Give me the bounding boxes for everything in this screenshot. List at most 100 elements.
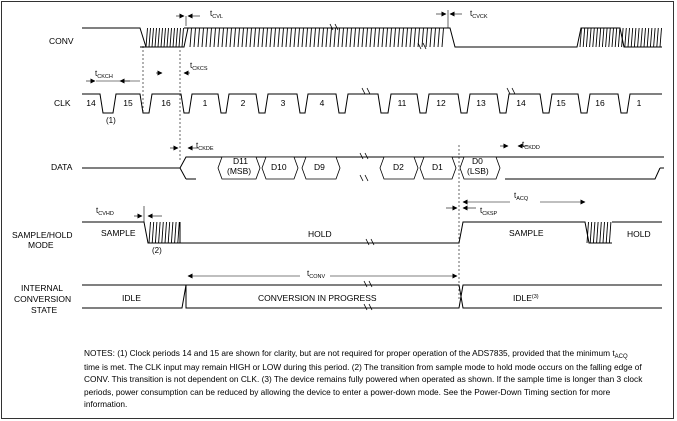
sample-hold-hatch-line xyxy=(174,221,177,244)
conv-hatch-line xyxy=(643,27,646,48)
conv-hatch-line xyxy=(608,27,611,48)
conv-hatch-line xyxy=(393,27,396,48)
sample-hold-hatch-line xyxy=(164,221,167,244)
conv-hatch-line xyxy=(245,27,248,48)
footnote-2-mark: (2) xyxy=(152,246,162,255)
idle-label-left: IDLE xyxy=(122,293,141,303)
conv-hatch-line xyxy=(293,27,296,48)
conv-signal-label: CONV xyxy=(49,36,74,46)
conv-break-marks xyxy=(329,23,427,50)
data-bit-box xyxy=(459,156,501,180)
conv-hatch-line xyxy=(209,27,212,48)
conv-hatch-line xyxy=(611,27,614,48)
conv-hatch-line xyxy=(193,27,196,48)
conversion-state-waveform xyxy=(82,284,662,309)
conv-hatch-line xyxy=(233,27,236,48)
clock-number-14: 1 xyxy=(637,98,642,108)
conv-hatch-line xyxy=(437,27,440,48)
sample-hold-hatch-line xyxy=(148,221,151,244)
conv-hatch-line xyxy=(401,27,404,48)
clk-signal-label: CLK xyxy=(54,98,71,108)
conv-hatch-line xyxy=(637,27,640,48)
sample-hold-waveform xyxy=(82,221,662,244)
conv-hatch-line xyxy=(389,27,392,48)
conv-hatch-line xyxy=(397,27,400,48)
conv-hatch-line xyxy=(329,27,332,48)
sample-hold-hatch-line xyxy=(170,221,174,244)
conv-hatch-line xyxy=(385,27,388,48)
notes-tacq-subscript: ACQ xyxy=(614,354,628,360)
conv-hatch-line xyxy=(592,27,595,48)
conv-hatch-line xyxy=(649,27,653,48)
sample-hold-hatch-line xyxy=(599,221,602,244)
sample-hold-hatch-line xyxy=(158,221,161,244)
conv-hatch-line xyxy=(646,27,650,48)
conv-hatch-line xyxy=(627,27,630,48)
conv-hatch-line xyxy=(341,27,344,48)
conv-hatch-line xyxy=(169,27,172,48)
conversion-in-progress-label: CONVERSION IN PROGRESS xyxy=(258,293,377,303)
clock-number-4: 1 xyxy=(203,98,208,108)
data-bit-box xyxy=(301,156,341,180)
conversion-state-break-marks xyxy=(363,280,373,311)
notes-part2: time is met. The CLK input may remain HI… xyxy=(84,362,643,409)
conv-hatch-line xyxy=(213,27,216,48)
tckdd-label: tCKDD xyxy=(522,140,540,151)
conv-hatch-line xyxy=(621,27,624,48)
data-bit-d10: D10 xyxy=(271,162,287,172)
tcvl-label: tCVL xyxy=(210,9,223,20)
sample-hold-hatch-regions xyxy=(148,221,612,244)
conv-hatch-line xyxy=(249,27,252,48)
clock-number-10: 13 xyxy=(476,98,486,108)
conv-hatch-line xyxy=(181,27,184,48)
tcvck-label: tCVCK xyxy=(470,9,488,20)
clock-number-6: 3 xyxy=(281,98,286,108)
tconv-label: tCONV xyxy=(307,269,325,280)
data-bit-d9: D9 xyxy=(314,162,325,172)
conv-hatch-line xyxy=(345,27,348,48)
sample-hold-hatch-line xyxy=(177,221,180,244)
hold-label-mid: HOLD xyxy=(308,229,332,239)
conv-hatch-line xyxy=(659,27,662,48)
conv-hatch-line xyxy=(289,27,292,48)
conv-hatch-line xyxy=(630,27,634,48)
conv-hatch-line xyxy=(617,27,621,48)
conv-hatch-line xyxy=(305,27,308,48)
sample-hold-hatch-line xyxy=(167,221,171,244)
conv-hatch-line xyxy=(653,27,656,48)
conv-hatch-line xyxy=(640,27,643,48)
conv-hatch-line xyxy=(589,27,592,48)
clk-break-marks xyxy=(361,87,516,95)
tcksp-label: tCKSP xyxy=(480,206,498,217)
conv-hatch-line xyxy=(151,27,154,48)
clock-number-1: 14 xyxy=(86,98,96,108)
state-label-line2: CONVERSION xyxy=(14,294,71,304)
conv-waveform xyxy=(82,27,662,48)
conv-hatch-line xyxy=(277,27,280,48)
conv-hatch-line xyxy=(297,27,300,48)
conv-hatch-line xyxy=(605,27,608,48)
data-bit-d2: D2 xyxy=(393,162,404,172)
conv-hatch-line xyxy=(175,27,178,48)
conv-hatch-line xyxy=(441,27,444,48)
conv-hatch-line xyxy=(163,27,166,48)
tckch-label: tCKCH xyxy=(95,69,113,80)
conv-hatch-line xyxy=(157,27,160,48)
conv-hatch-line xyxy=(624,27,627,48)
conv-hatch-line xyxy=(281,27,284,48)
data-bit-d1: D1 xyxy=(432,162,443,172)
tacq-label: tACQ xyxy=(514,191,529,202)
conv-hatch-line xyxy=(357,27,360,48)
conv-hatch-line xyxy=(337,27,340,48)
conv-hatch-line xyxy=(313,27,316,48)
clock-number-8: 11 xyxy=(398,98,407,108)
conv-hatch-line xyxy=(425,27,428,48)
conv-hatch-line xyxy=(285,27,288,48)
idle-label-right: IDLE(3) xyxy=(513,293,539,303)
sample-hold-hatch-line xyxy=(596,221,599,244)
footnotes-paragraph: NOTES: (1) Clock periods 14 and 15 are s… xyxy=(84,347,644,410)
conv-hatch-line xyxy=(178,27,181,48)
conv-hatch-line xyxy=(257,27,260,48)
